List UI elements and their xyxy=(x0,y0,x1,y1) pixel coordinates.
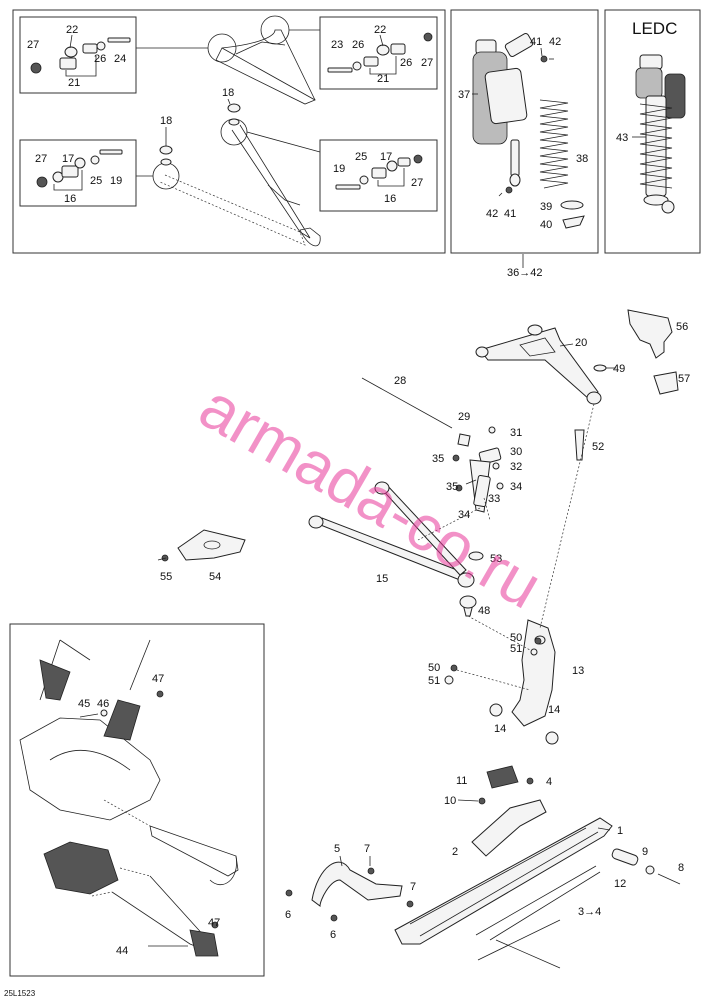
label-21: 21 xyxy=(377,73,389,85)
label-42: 42 xyxy=(549,36,561,48)
label-24: 24 xyxy=(114,53,126,65)
label-1: 1 xyxy=(617,825,623,837)
label-9: 9 xyxy=(642,846,648,858)
label-54: 54 xyxy=(209,571,221,583)
coil-spring xyxy=(539,99,569,189)
label-37: 37 xyxy=(458,89,470,101)
skid-plate-bracket xyxy=(157,529,246,562)
label-41: 41 xyxy=(530,36,542,48)
label-6: 6 xyxy=(330,929,336,941)
ledc-panel xyxy=(604,9,701,254)
label-19: 19 xyxy=(333,163,345,175)
label-41: 41 xyxy=(504,208,516,220)
label-30: 30 xyxy=(510,446,522,458)
label-14: 14 xyxy=(494,723,506,735)
label-2: 2 xyxy=(452,846,458,858)
ski-ref-3-4: 3→4 xyxy=(578,906,601,918)
label-7: 7 xyxy=(410,881,416,893)
label-15: 15 xyxy=(376,573,388,585)
label-43: 43 xyxy=(616,132,628,144)
label-38: 38 xyxy=(576,153,588,165)
upper-a-arm-assembly xyxy=(475,309,679,405)
label-6: 6 xyxy=(285,909,291,921)
label-49: 49 xyxy=(613,363,625,375)
lower-a-arm xyxy=(308,481,484,617)
label-27: 27 xyxy=(411,177,423,189)
label-55: 55 xyxy=(160,571,172,583)
label-17: 17 xyxy=(380,151,392,163)
steering-column-parts xyxy=(361,377,585,513)
label-25: 25 xyxy=(90,175,102,187)
label-53: 53 xyxy=(490,553,502,565)
label-11: 11 xyxy=(456,775,467,787)
document-code: 25L1523 xyxy=(4,989,36,998)
label-13: 13 xyxy=(572,665,584,677)
label-40: 40 xyxy=(540,219,552,231)
callout-labels: 27 22 26 24 21 23 26 22 26 27 21 18 18 2… xyxy=(27,19,690,957)
label-47: 47 xyxy=(208,917,220,929)
label-32: 32 xyxy=(510,461,522,473)
label-14: 14 xyxy=(548,704,560,716)
label-45: 45 xyxy=(78,698,90,710)
chassis-panel xyxy=(9,623,265,977)
label-20: 20 xyxy=(575,337,587,349)
label-56: 56 xyxy=(676,321,688,333)
ski-assembly xyxy=(285,765,681,969)
label-34: 34 xyxy=(458,509,470,521)
label-51: 51 xyxy=(510,643,522,655)
label-33: 33 xyxy=(488,493,500,505)
label-50: 50 xyxy=(510,632,522,644)
label-26: 26 xyxy=(352,39,364,51)
label-39: 39 xyxy=(540,201,552,213)
label-23: 23 xyxy=(331,39,343,51)
ledc-title: LEDC xyxy=(632,19,677,38)
label-44: 44 xyxy=(116,945,128,957)
label-35: 35 xyxy=(446,481,458,493)
label-35: 35 xyxy=(432,453,444,465)
label-22: 22 xyxy=(66,24,78,36)
label-27: 27 xyxy=(27,39,39,51)
label-46: 46 xyxy=(97,698,109,710)
assembly-lines xyxy=(417,403,595,691)
label-27: 27 xyxy=(35,153,47,165)
a-arm-bushing-panel xyxy=(12,9,446,254)
label-5: 5 xyxy=(334,843,340,855)
label-12: 12 xyxy=(614,878,626,890)
label-50: 50 xyxy=(428,662,440,674)
label-27: 27 xyxy=(421,57,433,69)
label-31: 31 xyxy=(510,427,522,439)
label-22: 22 xyxy=(374,24,386,36)
label-42: 42 xyxy=(486,208,498,220)
label-26: 26 xyxy=(400,57,412,69)
label-52: 52 xyxy=(592,441,604,453)
label-16: 16 xyxy=(64,193,76,205)
label-7: 7 xyxy=(364,843,370,855)
label-8: 8 xyxy=(678,862,684,874)
shock-panel xyxy=(450,9,599,268)
label-48: 48 xyxy=(478,605,490,617)
label-4: 4 xyxy=(546,776,552,788)
label-10: 10 xyxy=(444,795,456,807)
label-47: 47 xyxy=(152,673,164,685)
label-57: 57 xyxy=(678,373,690,385)
label-34: 34 xyxy=(510,481,522,493)
label-17: 17 xyxy=(62,153,74,165)
label-28: 28 xyxy=(394,375,406,387)
label-18: 18 xyxy=(222,87,234,99)
label-26: 26 xyxy=(94,53,106,65)
label-18: 18 xyxy=(160,115,172,127)
label-16: 16 xyxy=(384,193,396,205)
label-19: 19 xyxy=(110,175,122,187)
label-25: 25 xyxy=(355,151,367,163)
spindle xyxy=(444,619,559,745)
group-ref-36-42: 36→42 xyxy=(507,267,542,279)
label-29: 29 xyxy=(458,411,470,423)
label-51: 51 xyxy=(428,675,440,687)
label-21: 21 xyxy=(68,77,80,89)
